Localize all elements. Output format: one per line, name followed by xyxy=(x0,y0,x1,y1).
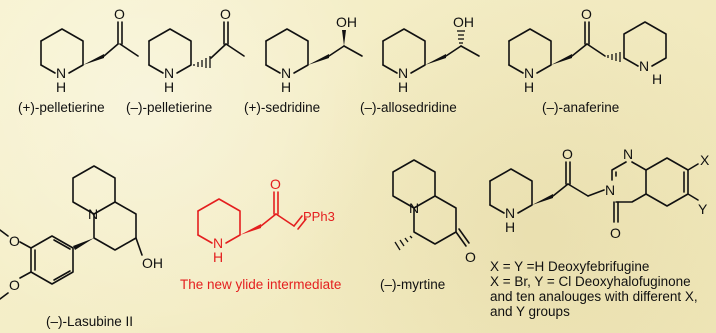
atom-o: O xyxy=(270,176,281,192)
atom-o: O xyxy=(220,6,231,22)
atom-x: X xyxy=(700,152,710,168)
label-sedridine: (+)-sedridine xyxy=(244,100,320,115)
structure-myrtine: N O xyxy=(392,159,476,265)
atom-n: N xyxy=(605,182,615,198)
atom-n: N xyxy=(56,65,66,81)
atom-o: O xyxy=(610,225,621,241)
structure-pelletierine-plus: N H O xyxy=(40,6,139,95)
label-febrifugine-line2: X = Br, Y = Cl Deoxyhalofuginone xyxy=(490,274,691,289)
atom-h: H xyxy=(652,71,662,87)
atom-n: N xyxy=(524,65,534,81)
atom-n: N xyxy=(213,235,223,251)
atom-oh: OH xyxy=(142,255,163,271)
structure-lasubine: N OH O O xyxy=(0,165,163,300)
atom-o: O xyxy=(9,277,20,293)
label-pelletierine-minus: (–)-pelletierine xyxy=(126,100,212,115)
atom-n: N xyxy=(409,200,419,216)
atom-h: H xyxy=(164,79,174,95)
atom-oh: OH xyxy=(453,14,474,30)
label-ylide: The new ylide intermediate xyxy=(180,277,341,292)
label-febrifugine-line1: X = Y =H Deoxyfebrifugine xyxy=(490,259,649,274)
label-lasubine: (–)-Lasubine II xyxy=(46,314,133,329)
atom-y: Y xyxy=(698,201,708,217)
atom-o: O xyxy=(9,233,20,249)
atom-n: N xyxy=(623,146,633,162)
structure-febrifugine: N H O N N O X Y xyxy=(489,146,710,241)
label-pelletierine-plus: (+)-pelletierine xyxy=(18,100,105,115)
atom-h: H xyxy=(505,219,515,235)
atom-n: N xyxy=(164,65,174,81)
structure-pelletierine-minus: N H O xyxy=(148,6,245,95)
atom-h: H xyxy=(213,249,223,265)
atom-h: H xyxy=(281,79,291,95)
atom-n: N xyxy=(88,206,98,222)
label-anaferine: (–)-anaferine xyxy=(542,100,619,115)
structure-anaferine: N H O N H xyxy=(508,6,667,95)
atom-h: H xyxy=(398,79,408,95)
label-myrtine: (–)-myrtine xyxy=(380,277,445,292)
structure-allosedridine: N H OH xyxy=(382,14,480,95)
label-febrifugine-line4: and Y groups xyxy=(490,304,570,319)
label-febrifugine-line3: and ten analouges with different X, xyxy=(490,289,698,304)
atom-o: O xyxy=(465,249,476,265)
atom-pph3: PPh3 xyxy=(303,209,335,224)
atom-n: N xyxy=(505,205,515,221)
structure-ylide: N H O PPh3 xyxy=(197,176,335,265)
atom-n: N xyxy=(639,58,649,74)
atom-n: N xyxy=(281,65,291,81)
atom-o: O xyxy=(114,6,125,22)
atom-h: H xyxy=(524,79,534,95)
atom-h: H xyxy=(56,79,66,95)
atom-o: O xyxy=(562,146,573,162)
atom-o: O xyxy=(581,6,592,22)
atom-oh: OH xyxy=(336,14,357,30)
structure-sedridine: N H OH xyxy=(265,14,363,95)
label-allosedridine: (–)-allosedridine xyxy=(360,100,457,115)
atom-n: N xyxy=(398,65,408,81)
